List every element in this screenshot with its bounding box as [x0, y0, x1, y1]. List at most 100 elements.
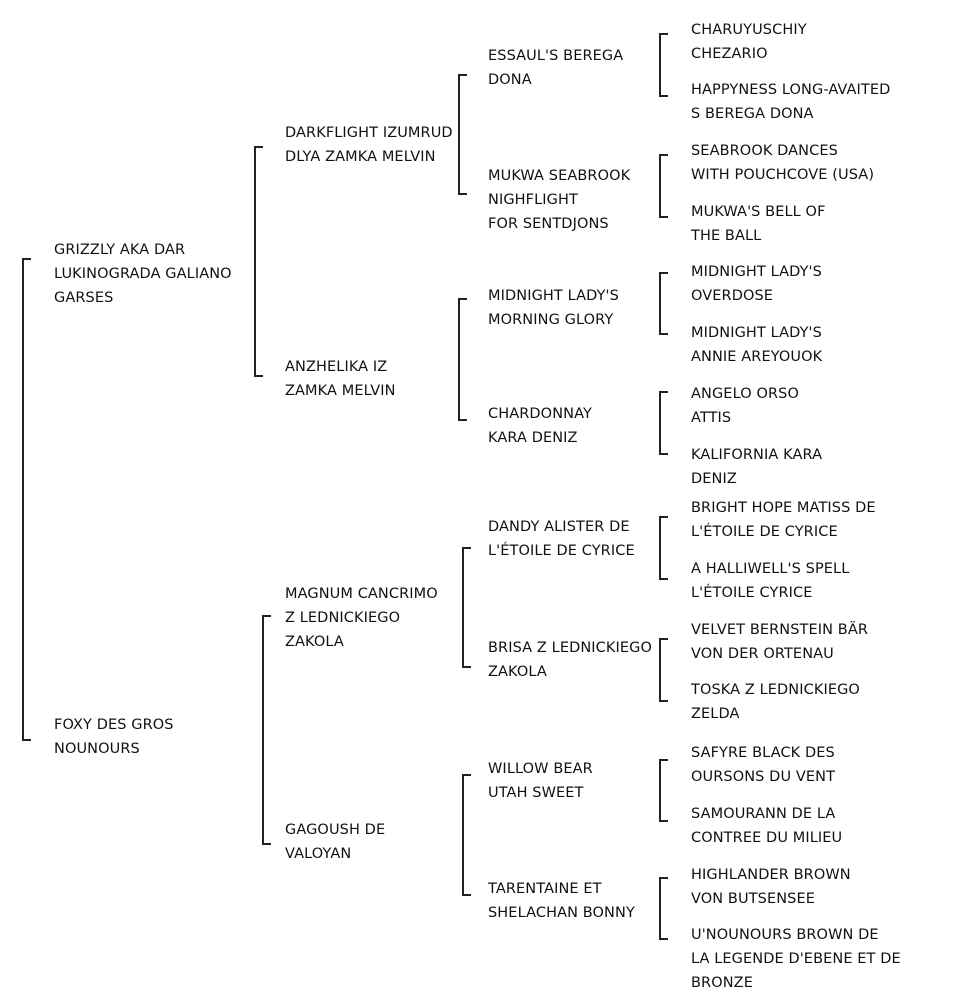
- dam-name: FOXY DES GROS NOUNOURS: [54, 713, 174, 761]
- name-line: CHEZARIO: [691, 46, 768, 62]
- name-line: A HALLIWELL'S SPELL: [691, 561, 850, 577]
- great-great-grandparent-10: A HALLIWELL'S SPELL L'ÉTOILE CYRICE: [691, 557, 849, 605]
- grandparent-2: ANZHELIKA IZ ZAMKA MELVIN: [285, 355, 396, 403]
- bracket-gen1: [22, 258, 31, 741]
- name-line: VON DER ORTENAU: [691, 646, 834, 662]
- great-great-grandparent-12: TOSKA Z LEDNICKIEGO ZELDA: [691, 678, 860, 726]
- name-line: BRONZE: [691, 975, 753, 991]
- name-line: GAGOUSH DE: [285, 822, 386, 838]
- bracket-gen4-5: [659, 516, 668, 580]
- name-line: L'ÉTOILE CYRICE: [691, 585, 813, 601]
- great-grandparent-8: TARENTAINE ET SHELACHAN BONNY: [488, 877, 635, 925]
- great-great-grandparent-5: MIDNIGHT LADY'S OVERDOSE: [691, 260, 822, 308]
- bracket-gen3-4: [462, 774, 471, 896]
- bracket-gen4-2: [659, 154, 668, 218]
- great-great-grandparent-1: CHARUYUSCHIY CHEZARIO: [691, 18, 807, 66]
- name-line: DANDY ALISTER DE: [488, 519, 630, 535]
- name-line: MAGNUM CANCRIMO: [285, 586, 438, 602]
- sire-name: GRIZZLY AKA DAR LUKINOGRADA GALIANO GARS…: [54, 238, 232, 310]
- name-line: SAFYRE BLACK DES: [691, 745, 835, 761]
- name-line: LUKINOGRADA GALIANO: [54, 266, 232, 282]
- great-great-grandparent-2: HAPPYNESS LONG-AVAITED S BEREGA DONA: [691, 78, 890, 126]
- great-grandparent-1: ESSAUL'S BEREGA DONA: [488, 44, 623, 92]
- great-grandparent-4: CHARDONNAY KARA DENIZ: [488, 402, 592, 450]
- name-line: MIDNIGHT LADY'S: [488, 288, 619, 304]
- name-line: S BEREGA DONA: [691, 106, 814, 122]
- name-line: SAMOURANN DE LA: [691, 806, 836, 822]
- grandparent-4: GAGOUSH DE VALOYAN: [285, 818, 385, 866]
- bracket-gen3-1: [458, 74, 467, 195]
- name-line: CONTREE DU MILIEU: [691, 830, 843, 846]
- name-line: FOXY DES GROS: [54, 717, 174, 733]
- name-line: GRIZZLY AKA DAR: [54, 242, 186, 258]
- name-line: L'ÉTOILE DE CYRICE: [691, 524, 838, 540]
- name-line: OURSONS DU VENT: [691, 769, 836, 785]
- name-line: DARKFLIGHT IZUMRUD: [285, 125, 453, 141]
- bracket-gen4-7: [659, 759, 668, 822]
- name-line: MIDNIGHT LADY'S: [691, 325, 822, 341]
- name-line: ANNIE AREYOUOK: [691, 349, 823, 365]
- bracket-gen2-sire: [254, 146, 263, 377]
- name-line: DONA: [488, 72, 532, 88]
- name-line: ANZHELIKA IZ: [285, 359, 388, 375]
- bracket-gen4-1: [659, 33, 668, 97]
- name-line: U'NOUNOURS BROWN DE: [691, 927, 879, 943]
- name-line: ZAMKA MELVIN: [285, 383, 396, 399]
- name-line: GARSES: [54, 290, 114, 306]
- name-line: BRIGHT HOPE MATISS DE: [691, 500, 876, 516]
- grandparent-3: MAGNUM CANCRIMO Z LEDNICKIEGO ZAKOLA: [285, 582, 438, 654]
- bracket-gen3-2: [458, 298, 467, 421]
- bracket-gen4-8: [659, 877, 668, 940]
- name-line: BRISA Z LEDNICKIEGO: [488, 640, 652, 656]
- great-grandparent-3: MIDNIGHT LADY'S MORNING GLORY: [488, 284, 619, 332]
- name-line: SEABROOK DANCES: [691, 143, 838, 159]
- name-line: KARA DENIZ: [488, 430, 578, 446]
- bracket-gen3-3: [462, 547, 471, 668]
- name-line: WILLOW BEAR: [488, 761, 593, 777]
- name-line: VELVET BERNSTEIN BÄR: [691, 622, 869, 638]
- name-line: ZELDA: [691, 706, 740, 722]
- name-line: TARENTAINE ET: [488, 881, 602, 897]
- name-line: VALOYAN: [285, 846, 352, 862]
- name-line: ANGELO ORSO: [691, 386, 799, 402]
- bracket-gen4-6: [659, 638, 668, 702]
- bracket-gen2-dam: [262, 615, 271, 845]
- name-line: MUKWA SEABROOK: [488, 168, 631, 184]
- great-great-grandparent-8: KALIFORNIA KARA DENIZ: [691, 443, 822, 491]
- name-line: MUKWA'S BELL OF: [691, 204, 826, 220]
- name-line: NIGHFLIGHT: [488, 192, 578, 208]
- name-line: HAPPYNESS LONG-AVAITED: [691, 82, 891, 98]
- great-grandparent-2: MUKWA SEABROOK NIGHFLIGHT FOR SENTDJONS: [488, 164, 630, 236]
- name-line: KALIFORNIA KARA: [691, 447, 823, 463]
- great-great-grandparent-7: ANGELO ORSO ATTIS: [691, 382, 799, 430]
- great-great-grandparent-13: SAFYRE BLACK DES OURSONS DU VENT: [691, 741, 835, 789]
- name-line: TOSKA Z LEDNICKIEGO: [691, 682, 860, 698]
- name-line: WITH POUCHCOVE (USA): [691, 167, 875, 183]
- name-line: CHARUYUSCHIY: [691, 22, 807, 38]
- bracket-gen4-4: [659, 391, 668, 455]
- name-line: DLYA ZAMKA MELVIN: [285, 149, 436, 165]
- great-great-grandparent-9: BRIGHT HOPE MATISS DE L'ÉTOILE DE CYRICE: [691, 496, 876, 544]
- great-great-grandparent-6: MIDNIGHT LADY'S ANNIE AREYOUOK: [691, 321, 822, 369]
- name-line: THE BALL: [691, 228, 762, 244]
- great-grandparent-6: BRISA Z LEDNICKIEGO ZAKOLA: [488, 636, 652, 684]
- name-line: ZAKOLA: [488, 664, 547, 680]
- name-line: FOR SENTDJONS: [488, 216, 609, 232]
- name-line: ZAKOLA: [285, 634, 344, 650]
- name-line: CHARDONNAY: [488, 406, 592, 422]
- great-great-grandparent-16: U'NOUNOURS BROWN DE LA LEGENDE D'EBENE E…: [691, 923, 901, 995]
- name-line: MORNING GLORY: [488, 312, 614, 328]
- name-line: Z LEDNICKIEGO: [285, 610, 401, 626]
- grandparent-1: DARKFLIGHT IZUMRUD DLYA ZAMKA MELVIN: [285, 121, 453, 169]
- name-line: UTAH SWEET: [488, 785, 584, 801]
- name-line: NOUNOURS: [54, 741, 140, 757]
- bracket-gen4-3: [659, 272, 668, 335]
- name-line: L'ÉTOILE DE CYRICE: [488, 543, 635, 559]
- name-line: DENIZ: [691, 471, 737, 487]
- name-line: ATTIS: [691, 410, 732, 426]
- great-grandparent-5: DANDY ALISTER DE L'ÉTOILE DE CYRICE: [488, 515, 635, 563]
- name-line: ESSAUL'S BEREGA: [488, 48, 624, 64]
- name-line: SHELACHAN BONNY: [488, 905, 635, 921]
- great-great-grandparent-14: SAMOURANN DE LA CONTREE DU MILIEU: [691, 802, 842, 850]
- great-great-grandparent-3: SEABROOK DANCES WITH POUCHCOVE (USA): [691, 139, 874, 187]
